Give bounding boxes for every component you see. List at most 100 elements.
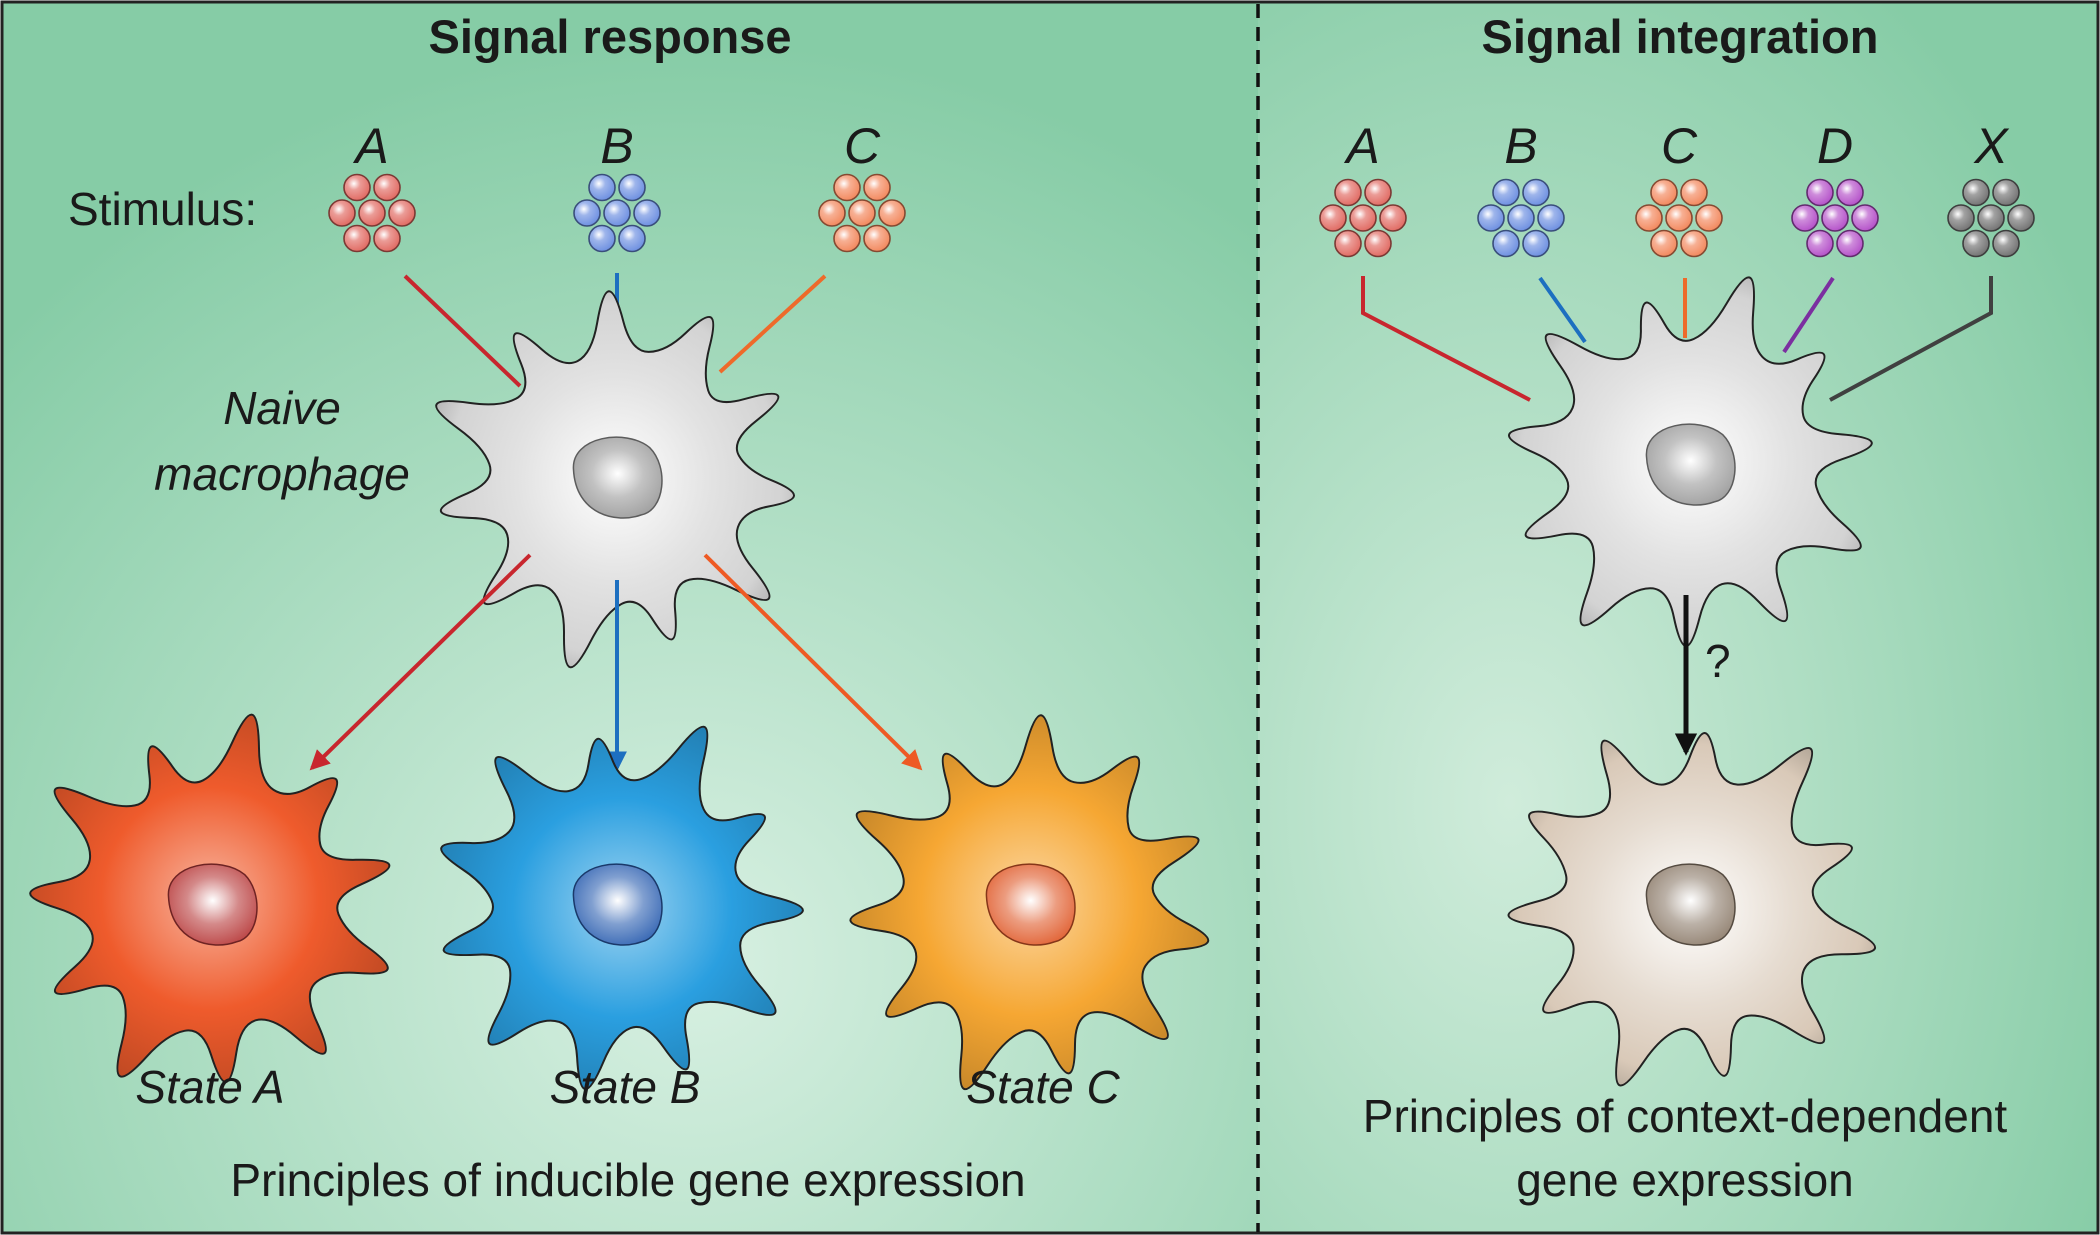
right-stimulus-b-particle [1492, 178, 1520, 207]
integration-line-a [1361, 276, 1531, 402]
left-stimulus-a-particle [388, 199, 416, 227]
state-a-cell-nucleus [167, 863, 258, 946]
right-panel-title: Signal integration [1482, 10, 1879, 63]
right-stimulus-b-cluster [1477, 178, 1565, 258]
right-stimulus-c-label: C [1661, 118, 1698, 174]
state-c-cell [849, 714, 1210, 1091]
left-stimulus-b-particle [618, 224, 646, 253]
right-stimulus-x-label: X [1973, 118, 2009, 174]
left-stimulus-a-particle [358, 199, 386, 227]
left-stimulus-b-label: B [600, 118, 633, 174]
left-stimulus-c-particle [833, 224, 861, 253]
right-stimulus-b-particle [1522, 229, 1550, 258]
left-stimulus-a-cluster [328, 173, 416, 253]
left-stimulus-c-particle [863, 173, 891, 202]
stimulus-label: Stimulus: [68, 183, 257, 235]
left-stimulus-b-particle [618, 173, 646, 202]
left-stimulus-a-label: A [352, 118, 388, 174]
right-stimulus-a-particle [1334, 178, 1362, 207]
arrow-to-state-a [309, 553, 532, 771]
right-stimulus-b-label: B [1504, 118, 1537, 174]
integration-line-x [1829, 276, 1993, 402]
right-stimulus-d-particle [1836, 229, 1864, 258]
right-stimulus-d-particle [1851, 204, 1879, 232]
left-panel-title: Signal response [428, 10, 791, 63]
right-stimulus-a-label: A [1343, 118, 1379, 174]
naive-macrophage-cell [435, 290, 795, 669]
right-stimulus-a-particle [1349, 204, 1377, 232]
right-stimulus-d-cluster [1791, 178, 1879, 258]
right-stimulus-a-particle [1334, 229, 1362, 258]
state-b-cell [440, 725, 804, 1091]
right-stimulus-b-particle [1492, 229, 1520, 258]
right-stimulus-d-particle [1821, 204, 1849, 232]
left-stimulus-c-label: C [844, 118, 881, 174]
right-stimulus-x-particle [1977, 204, 2005, 232]
right-stimulus-d-particle [1806, 178, 1834, 207]
right-stimulus-a-particle [1364, 178, 1392, 207]
left-stimulus-a-particle [328, 199, 356, 227]
right-stimulus-a-particle [1319, 204, 1347, 232]
stimulus-c-line [718, 274, 827, 374]
right-stimulus-d-particle [1836, 178, 1864, 207]
integrating-cell-nucleus [1645, 423, 1736, 506]
stimulus-a-line [403, 274, 522, 388]
right-stimulus-c-particle [1680, 178, 1708, 207]
right-stimulus-d-particle [1806, 229, 1834, 258]
state-b-label: State B [550, 1061, 701, 1113]
right-stimulus-c-particle [1665, 204, 1693, 232]
left-stimulus-a-particle [373, 173, 401, 202]
right-stimulus-c-particle [1680, 229, 1708, 258]
right-stimulus-x-particle [1992, 178, 2020, 207]
right-stimulus-a-cluster [1319, 178, 1407, 258]
question-mark: ? [1705, 635, 1731, 687]
right-footer-line1: Principles of context-dependent [1363, 1090, 2008, 1142]
left-stimulus-c-particle [878, 199, 906, 227]
naive-label-line2: macrophage [154, 448, 410, 500]
left-stimulus-c-particle [818, 199, 846, 227]
right-stimulus-d-particle [1791, 204, 1819, 232]
right-footer-line2: gene expression [1516, 1154, 1854, 1206]
integration-line-b [1538, 276, 1587, 344]
integrating-macrophage-cell [1508, 276, 1873, 648]
state-b-cell-nucleus [572, 863, 663, 946]
state-a-label: State A [135, 1061, 284, 1113]
right-stimulus-c-particle [1695, 204, 1723, 232]
right-stimulus-d-label: D [1817, 118, 1853, 174]
left-stimulus-b-particle [588, 224, 616, 253]
naive-cell-nucleus [572, 436, 663, 519]
left-stimulus-b-particle [633, 199, 661, 227]
right-stimulus-b-particle [1477, 204, 1505, 232]
left-stimulus-b-particle [573, 199, 601, 227]
left-stimulus-a-particle [373, 224, 401, 253]
right-stimulus-a-particle [1379, 204, 1407, 232]
left-stimulus-b-cluster [573, 173, 661, 253]
naive-label-line1: Naive [223, 382, 341, 434]
integration-line-d [1782, 276, 1835, 354]
left-stimulus-c-cluster [818, 173, 906, 253]
right-stimulus-x-particle [1947, 204, 1975, 232]
left-stimulus-b-particle [588, 173, 616, 202]
right-stimulus-c-particle [1650, 229, 1678, 258]
left-stimulus-a-particle [343, 173, 371, 202]
left-stimulus-c-particle [848, 199, 876, 227]
right-stimulus-x-particle [1962, 229, 1990, 258]
right-stimulus-x-cluster [1947, 178, 2035, 258]
left-stimulus-b-particle [603, 199, 631, 227]
state-c-cell-nucleus [985, 863, 1076, 946]
right-stimulus-a-particle [1364, 229, 1392, 258]
state-a-cell [29, 713, 391, 1083]
left-stimulus-a-particle [343, 224, 371, 253]
right-stimulus-c-particle [1635, 204, 1663, 232]
left-stimulus-c-particle [833, 173, 861, 202]
right-stimulus-b-particle [1522, 178, 1550, 207]
left-footer: Principles of inducible gene expression [230, 1154, 1025, 1206]
right-stimulus-b-particle [1537, 204, 1565, 232]
result-cell-nucleus [1645, 863, 1736, 946]
state-c-label: State C [966, 1061, 1120, 1113]
context-dependent-cell [1507, 732, 1877, 1087]
right-stimulus-b-particle [1507, 204, 1535, 232]
right-stimulus-c-cluster [1635, 178, 1723, 258]
